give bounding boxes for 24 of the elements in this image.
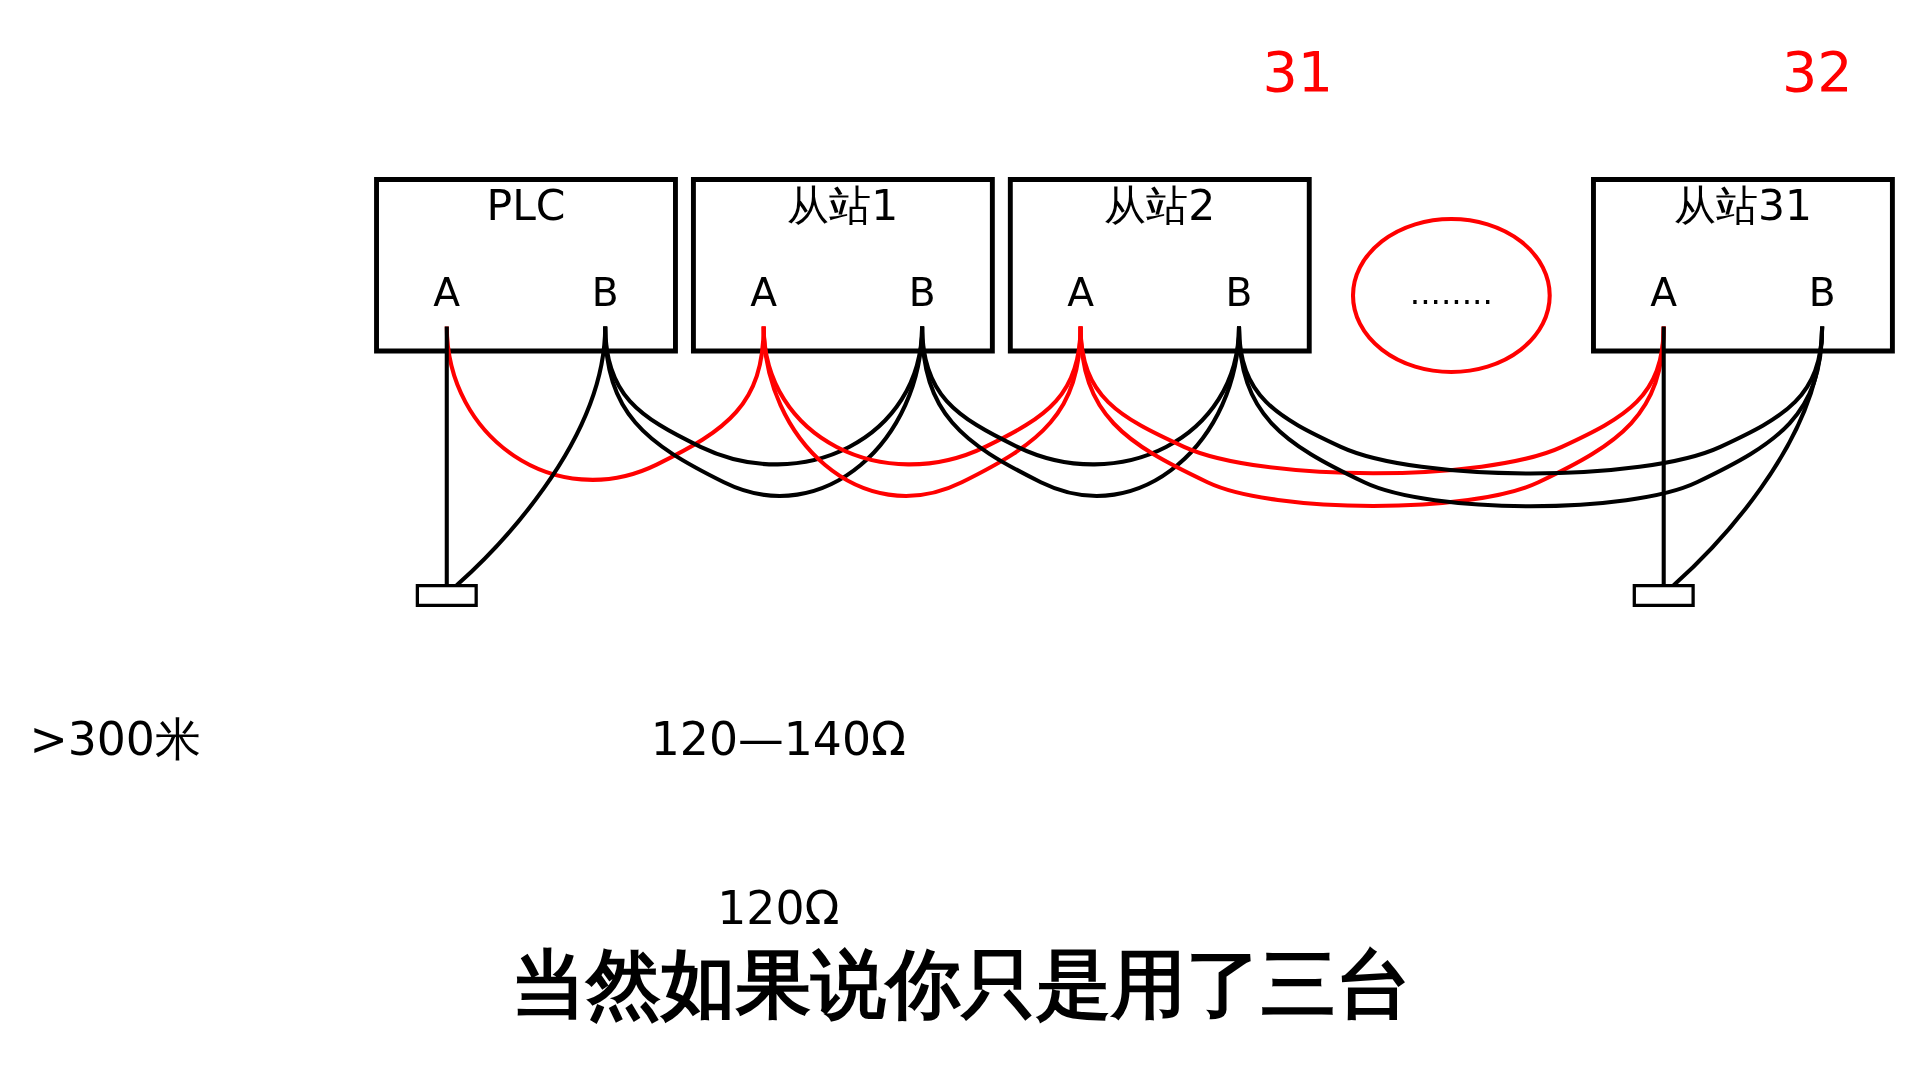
node-text: B [1225, 269, 1252, 315]
label: 120—140Ω [650, 712, 906, 766]
caption: 当然如果说你只是用了三台 [510, 939, 1411, 1028]
connector [1661, 326, 1666, 586]
node-box [1632, 583, 1695, 607]
connector [1671, 325, 1824, 587]
connector [1236, 325, 1824, 508]
connector [919, 325, 1241, 498]
connector [444, 326, 449, 586]
node-text: B [1808, 269, 1836, 315]
node-text: B [908, 269, 936, 315]
connector [761, 325, 1083, 498]
connector [454, 325, 607, 587]
node-ellipse: ........ [1350, 216, 1552, 374]
label: 120Ω [716, 881, 839, 935]
node-text: B [591, 269, 619, 315]
node-text: A [749, 269, 777, 315]
label: 31 [1261, 38, 1333, 104]
label: 32 [1781, 38, 1853, 104]
node-box [415, 583, 478, 607]
node-text: A [1649, 269, 1677, 315]
node-text: A [432, 269, 460, 315]
node-text: A [1066, 269, 1094, 315]
label: >300米 [28, 712, 201, 766]
